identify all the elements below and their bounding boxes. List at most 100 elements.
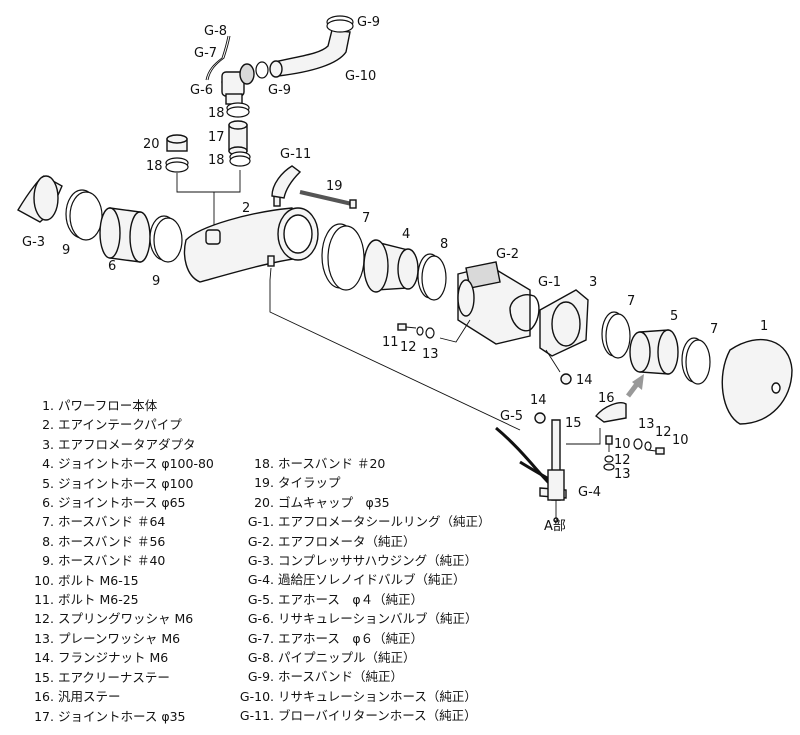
legend-label: エアクリーナステー (57, 669, 170, 685)
hose-band-7-right (681, 337, 711, 385)
legend-label: ジョイントホース φ100-80 (57, 456, 214, 472)
legend-row: 2. エアインテークパイプ (24, 415, 214, 434)
legend-label: ジョイントホース φ100 (57, 475, 194, 491)
legend-row: 1. パワーフロー本体 (24, 396, 214, 415)
legend-num: 4. (42, 456, 54, 472)
legend-row: 15. エアクリーナステー (24, 668, 214, 687)
hose-band-18-cap (165, 157, 189, 173)
legend-row: G-6. リサキュレーションバルブ（純正） (226, 609, 491, 628)
washer-12-right (644, 441, 652, 451)
legend-row: G-7. エアホース φ６（純正） (226, 629, 491, 648)
air-flow-meter-g2 (457, 261, 531, 345)
callout-g3: G-3 (22, 235, 45, 250)
legend-num: 6. (42, 495, 54, 511)
air-intake-pipe-2 (183, 195, 319, 283)
legend-num: G-1. (247, 514, 274, 530)
spring-washer-12 (416, 326, 424, 336)
blowby-hose-g11 (271, 165, 302, 199)
callout-10: 10 (614, 437, 631, 452)
callout-1: 1 (760, 319, 768, 334)
legend-num: G-9. (247, 669, 274, 685)
hose-band-g9-right (326, 15, 354, 33)
legend-label: ボルト M6-25 (57, 592, 139, 608)
legend-num: G-11. (239, 708, 274, 724)
callout-a-bu: A部 (544, 519, 566, 534)
legend-label: リサキュレーションホース（純正） (277, 688, 477, 704)
callout-g9: G-9 (268, 83, 291, 98)
callout-12: 12 (655, 425, 672, 440)
joint-hose-4 (363, 239, 419, 293)
seal-ring-g1 (509, 294, 540, 332)
legend-row: G-2. エアフロメータ（純正） (226, 532, 491, 551)
legend-num: 10. (34, 572, 54, 588)
recirculation-valve-g6 (221, 63, 255, 105)
legend-label: タイラップ (277, 475, 341, 491)
legend-num: 16. (34, 689, 54, 705)
legend-row: G-10. リサキュレーションホース（純正） (226, 687, 491, 706)
callout-g11: G-11 (280, 147, 311, 162)
callout-16: 16 (598, 391, 615, 406)
legend-row: 13. プレーンワッシャ M6 (24, 629, 214, 648)
callout-g7: G-7 (194, 46, 217, 61)
solenoid-valve-g4 (547, 469, 565, 512)
callout-13: 13 (638, 417, 655, 432)
legend-num: G-4. (247, 572, 274, 588)
legend-label: コンプレッササハウジング（純正） (277, 553, 478, 569)
legend-num: 15. (34, 669, 54, 685)
legend-num: 11. (34, 592, 54, 608)
legend-num: G-5. (247, 591, 274, 607)
legend-label: エアフロメータ（純正） (277, 533, 416, 549)
legend-row: 5. ジョイントホース φ100 (24, 474, 214, 493)
legend-label: エアインテークパイプ (57, 417, 182, 433)
legend-num: 20. (254, 494, 274, 510)
air-flow-meter-adapter-3 (539, 289, 589, 357)
callout-13: 13 (614, 467, 631, 482)
legend-label: スプリングワッシャ M6 (57, 611, 194, 627)
legend-row: 10. ボルト M6-15 (24, 571, 214, 590)
legend-num: G-10. (239, 688, 274, 704)
parts-legend-left: 1. パワーフロー本体 2. エアインテークパイプ 3. エアフロメータアダプタ… (24, 396, 214, 726)
rubber-cap-20 (166, 134, 188, 152)
tie-wrap-19 (299, 190, 357, 209)
legend-row: 20. ゴムキャップ φ35 (226, 493, 491, 512)
callout-12: 12 (400, 340, 417, 355)
legend-label: プレーンワッシャ M6 (57, 630, 181, 646)
legend-label: ジョイントホース φ65 (57, 495, 186, 511)
callout-7: 7 (710, 322, 718, 337)
legend-row: 8. ホースバンド ＃56 (24, 532, 214, 551)
legend-num: 5. (42, 475, 54, 491)
legend-label: エアホース φ６（純正） (277, 630, 424, 646)
bolt-11 (397, 323, 417, 331)
callout-18: 18 (208, 106, 225, 121)
flange-nut-14-lower (560, 373, 572, 385)
callout-12: 12 (614, 453, 631, 468)
legend-label: ジョイントホース φ35 (57, 708, 186, 724)
legend-label: 過給圧ソレノイドバルブ（純正） (277, 572, 466, 588)
washer-13-right (633, 438, 643, 450)
hose-band-18-bottom (229, 151, 251, 167)
callout-18: 18 (208, 153, 225, 168)
legend-row: 17. ジョイントホース φ35 (24, 707, 214, 726)
flange-nut-14-upper (534, 412, 546, 424)
spring-washer-12-lower (604, 455, 614, 463)
callout-g6: G-6 (190, 83, 213, 98)
hose-band-8 (417, 253, 447, 301)
legend-num: 12. (34, 611, 54, 627)
legend-row: 7. ホースバンド ＃64 (24, 512, 214, 531)
legend-num: 17. (34, 708, 54, 724)
legend-num: G-3. (247, 553, 274, 569)
legend-label: リサキュレーションバルブ（純正） (277, 611, 478, 627)
legend-num: 8. (42, 533, 54, 549)
legend-num: 19. (254, 475, 274, 491)
callout-14: 14 (576, 373, 593, 388)
hose-band-9-right (149, 215, 183, 263)
legend-num: G-2. (247, 533, 274, 549)
legend-num: 9. (42, 553, 54, 569)
legend-label: エアフロメータシールリング（純正） (277, 514, 491, 530)
legend-num: 3. (42, 436, 54, 452)
legend-label: ホースバンド（純正） (277, 669, 403, 685)
plain-washer-13-lower (603, 463, 615, 471)
callout-7: 7 (627, 294, 635, 309)
legend-label: パイプニップル（純正） (277, 650, 416, 666)
